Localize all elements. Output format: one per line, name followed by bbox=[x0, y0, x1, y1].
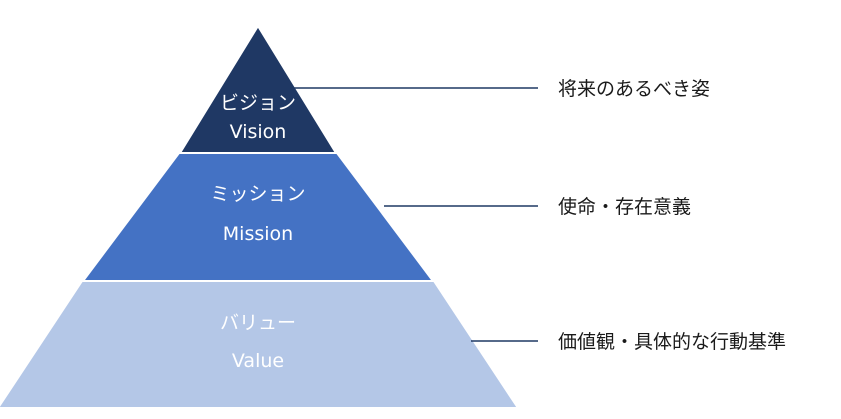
value-label-ja: バリュー bbox=[220, 312, 296, 334]
value-description: 価値観・具体的な行動基準 bbox=[558, 331, 786, 353]
value-tier-shape bbox=[0, 280, 520, 409]
vision-label-ja: ビジョン bbox=[220, 92, 296, 114]
mission-label-en: Mission bbox=[223, 223, 293, 245]
vision-label-en: Vision bbox=[230, 121, 287, 143]
vision-description: 将来のあるべき姿 bbox=[558, 78, 710, 100]
mission-tier-shape bbox=[81, 152, 435, 282]
mission-label-ja: ミッション bbox=[210, 183, 305, 205]
value-label-en: Value bbox=[232, 350, 284, 372]
mission-description: 使命・存在意義 bbox=[558, 196, 691, 218]
